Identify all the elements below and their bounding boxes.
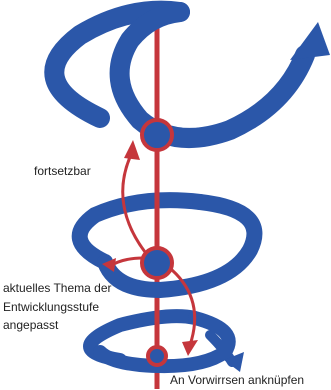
spiral-arrowhead-top <box>290 22 330 60</box>
circle-node-top <box>142 120 172 150</box>
circle-node-bottom <box>148 347 166 365</box>
label-an-vorwissen-anknuepfen: An Vorwirrsen anknüpfen <box>170 371 304 390</box>
label-fortsetzbar: fortsetzbar <box>34 162 91 181</box>
label-aktuelles-thema: aktuelles Thema der Entwicklungsstufe an… <box>3 279 163 335</box>
circle-node-middle <box>142 248 172 278</box>
